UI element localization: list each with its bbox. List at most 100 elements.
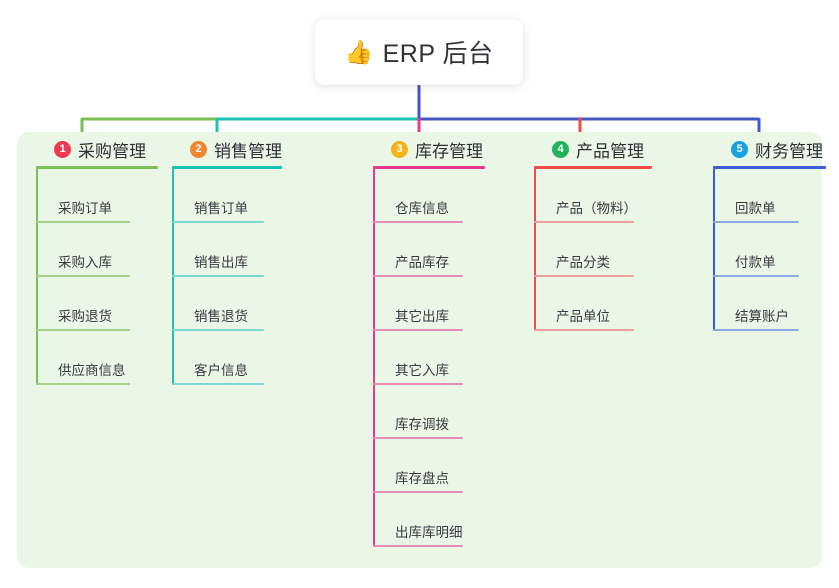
branch-stem-line: [373, 169, 375, 547]
branch-item-rule: [373, 545, 463, 547]
branch-header-rule: [172, 166, 282, 169]
branch-item[interactable]: 仓库信息: [373, 169, 527, 223]
branch-item-label: 采购订单: [58, 201, 112, 216]
branch-item[interactable]: 供应商信息: [36, 331, 190, 385]
branch-item-list: 销售订单销售出库销售退货客户信息: [172, 169, 326, 385]
branch-item-label: 供应商信息: [58, 363, 126, 378]
branch-item-label: 结算账户: [735, 309, 789, 324]
branch-item-label: 库存调拨: [395, 417, 449, 432]
branch-item-list: 产品（物料） 产品分类产品单位: [534, 169, 688, 331]
branch-item-rule: [36, 383, 130, 385]
branch-item-rule: [373, 491, 463, 493]
branch-item-label: 出库库明细: [395, 525, 463, 540]
branch-item[interactable]: 回款单: [713, 169, 839, 223]
branch-header-5[interactable]: 5 财务管理: [707, 132, 839, 166]
branch-item-rule: [172, 221, 264, 223]
branch-item-rule: [534, 275, 634, 277]
branch-item-label: 付款单: [735, 255, 776, 270]
branch-item[interactable]: 库存调拨: [373, 385, 527, 439]
branch-number-badge: 3: [391, 140, 408, 158]
branch-item[interactable]: 付款单: [713, 223, 839, 277]
branch-item[interactable]: 产品（物料）: [534, 169, 688, 223]
branch-item[interactable]: 销售订单: [172, 169, 326, 223]
branch-column-5[interactable]: 5 财务管理回款单付款单结算账户: [707, 132, 839, 331]
branch-header-rule: [36, 166, 158, 169]
branch-header-1[interactable]: 1 采购管理: [30, 132, 190, 166]
branch-item-label: 销售订单: [194, 201, 248, 216]
branch-item[interactable]: 采购退货: [36, 277, 190, 331]
branch-stem-line: [36, 169, 38, 385]
branch-item[interactable]: 库存盘点: [373, 439, 527, 493]
branch-item[interactable]: 销售退货: [172, 277, 326, 331]
diagram-panel: [17, 132, 822, 568]
branch-item-rule: [713, 329, 799, 331]
branch-header-rule: [373, 166, 485, 169]
branch-item-rule: [373, 275, 463, 277]
branch-title: 采购管理: [78, 141, 146, 161]
branch-item[interactable]: 采购入库: [36, 223, 190, 277]
branch-item[interactable]: 结算账户: [713, 277, 839, 331]
branch-item-label: 产品库存: [395, 255, 449, 270]
branch-item[interactable]: 其它入库: [373, 331, 527, 385]
branch-item-list: 采购订单采购入库采购退货供应商信息: [36, 169, 190, 385]
branch-item-label: 回款单: [735, 201, 776, 216]
thumbs-up-icon: 👍: [344, 38, 374, 65]
branch-header-rule: [713, 166, 826, 169]
branch-title: 库存管理: [415, 141, 483, 161]
branch-item-rule: [172, 383, 264, 385]
branch-item[interactable]: 客户信息: [172, 331, 326, 385]
branch-item-rule: [713, 221, 799, 223]
branch-item-rule: [373, 221, 463, 223]
root-node-title: 👍 ERP 后台: [344, 34, 493, 70]
branch-title: 销售管理: [214, 141, 282, 161]
branch-column-2[interactable]: 2 销售管理销售订单销售出库销售退货客户信息: [166, 132, 326, 385]
branch-item-rule: [36, 329, 130, 331]
branch-item-label: 其它入库: [395, 363, 449, 378]
branch-item-rule: [534, 329, 634, 331]
branch-item-list: 仓库信息产品库存其它出库其它入库库存调拨库存盘点出库库明细: [373, 169, 527, 547]
branch-number-badge: 2: [190, 140, 207, 158]
branch-item[interactable]: 产品分类: [534, 223, 688, 277]
branch-item[interactable]: 出库库明细: [373, 493, 527, 547]
branch-item-label: 其它出库: [395, 309, 449, 324]
branch-item[interactable]: 产品库存: [373, 223, 527, 277]
branch-item-rule: [172, 329, 264, 331]
branch-stem-line: [172, 169, 174, 385]
branch-item-label: 库存盘点: [395, 471, 449, 486]
branch-item-label: 销售退货: [194, 309, 248, 324]
branch-item-label: 采购退货: [58, 309, 112, 324]
branch-header-3[interactable]: 3 库存管理: [367, 132, 527, 166]
branch-item-label: 产品（物料）: [556, 201, 637, 216]
branch-item-rule: [36, 275, 130, 277]
root-node-label: ERP 后台: [382, 40, 494, 68]
branch-stem-line: [534, 169, 536, 331]
branch-header-rule: [534, 166, 652, 169]
branch-number-badge: 1: [54, 140, 71, 158]
branch-item-label: 产品分类: [556, 255, 610, 270]
branch-item-rule: [172, 275, 264, 277]
branch-item-list: 回款单付款单结算账户: [713, 169, 839, 331]
branch-column-1[interactable]: 1 采购管理采购订单采购入库采购退货供应商信息: [30, 132, 190, 385]
branch-item-label: 客户信息: [194, 363, 248, 378]
branch-column-3[interactable]: 3 库存管理仓库信息产品库存其它出库其它入库库存调拨库存盘点出库库明细: [367, 132, 527, 547]
branch-number-badge: 5: [731, 140, 748, 158]
branch-header-2[interactable]: 2 销售管理: [166, 132, 326, 166]
branch-item-label: 销售出库: [194, 255, 248, 270]
branch-stem-line: [713, 169, 715, 331]
branch-item-rule: [373, 437, 463, 439]
branch-item-rule: [534, 221, 634, 223]
branch-item[interactable]: 采购订单: [36, 169, 190, 223]
branch-item-label: 仓库信息: [395, 201, 449, 216]
root-node-card[interactable]: 👍 ERP 后台: [315, 19, 523, 85]
branch-item-rule: [373, 383, 463, 385]
branch-item[interactable]: 产品单位: [534, 277, 688, 331]
branch-item-rule: [373, 329, 463, 331]
branch-title: 产品管理: [576, 141, 644, 161]
branch-item[interactable]: 销售出库: [172, 223, 326, 277]
branch-item[interactable]: 其它出库: [373, 277, 527, 331]
branch-title: 财务管理: [755, 141, 823, 161]
